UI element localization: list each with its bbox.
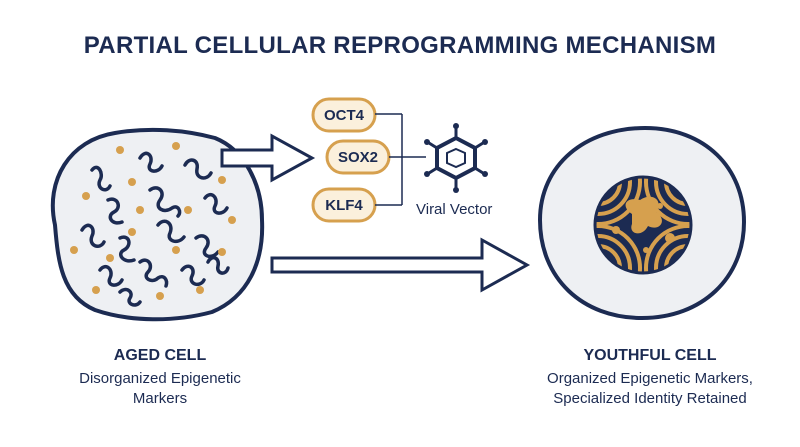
- factor-oct4: OCT4: [311, 97, 377, 133]
- arrow-to-factors-icon: [220, 133, 316, 183]
- disorganized-chromatin: [80, 151, 230, 307]
- epigenetic-markers: [70, 142, 236, 300]
- youthful-cell: [537, 125, 747, 321]
- youthful-cell-heading: YOUTHFUL CELL: [583, 347, 717, 364]
- viral-vector-label: Viral Vector: [416, 201, 492, 218]
- reprogramming-factors: OCT4 SOX2 KLF4: [311, 97, 391, 223]
- factor-label: OCT4: [324, 107, 365, 124]
- diagram-title: PARTIAL CELLULAR REPROGRAMMING MECHANISM: [83, 32, 717, 59]
- youthful-cell-label: YOUTHFUL CELL Organized Epigenetic Marke…: [505, 347, 795, 409]
- youthful-cell-description: Organized Epigenetic Markers, Specialize…: [547, 370, 753, 407]
- factor-label: KLF4: [325, 197, 363, 214]
- factor-label: SOX2: [338, 149, 378, 166]
- factor-connector: [375, 113, 426, 206]
- main-transition-arrow-icon: [270, 237, 531, 293]
- aged-cell-heading: AGED CELL: [113, 347, 207, 364]
- viral-vector-icon: [424, 123, 488, 193]
- aged-cell-label: AGED CELL Disorganized Epigenetic Marker…: [40, 347, 280, 409]
- factor-klf4: KLF4: [311, 187, 377, 223]
- aged-cell: [50, 127, 265, 322]
- factor-sox2: SOX2: [325, 139, 391, 175]
- aged-cell-description: Disorganized Epigenetic Markers: [79, 370, 241, 407]
